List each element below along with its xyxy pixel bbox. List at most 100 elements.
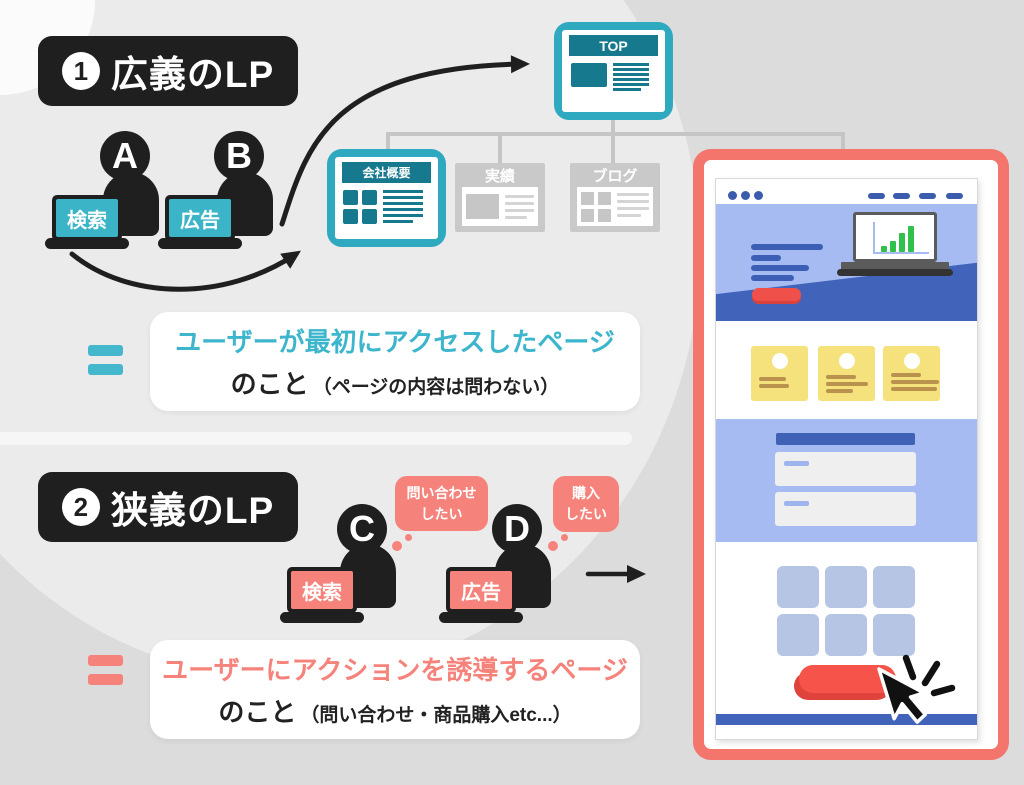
cta-button-mock (799, 665, 896, 693)
hero-text-line (751, 255, 781, 261)
nav-item-placeholder (893, 193, 910, 199)
section1-number-icon: 1 (61, 52, 100, 90)
user-d-laptop-base (439, 612, 523, 623)
user-b-laptop-base (158, 238, 242, 249)
top-page-mock: TOP (554, 22, 673, 120)
user-c-thought-line1: 問い合わせ (406, 484, 477, 501)
company-page-text-line (383, 220, 413, 223)
section2-number-icon: 2 (61, 488, 100, 526)
browser-dot-icon (741, 191, 750, 200)
top-page-text-line (613, 63, 649, 66)
definition-broad-line2: のこと (230, 369, 309, 399)
thought-dot-icon (548, 541, 558, 551)
section1-title-label: 広義のLP (110, 54, 275, 95)
chart-bar (899, 233, 905, 252)
user-d-thought-bubble: 購入 したい (553, 476, 619, 532)
company-page-thumb (362, 190, 377, 205)
user-b-letter: B (226, 135, 252, 176)
thought-dot-icon (392, 541, 402, 551)
top-page-text-line (613, 88, 641, 91)
nav-item-placeholder (919, 193, 936, 199)
results-page-title: 実績 (484, 168, 515, 185)
top-page-text-line (613, 68, 649, 71)
section2-title-badge: 2 狭義のLP (38, 472, 298, 542)
definition-narrow-line2: のこと (218, 697, 297, 727)
feature-card-mock (818, 346, 875, 401)
results-page-image-placeholder (466, 194, 499, 219)
blog-page-thumb (598, 192, 611, 205)
browser-dot-icon (728, 191, 737, 200)
card-text-line (891, 387, 937, 391)
user-d-thought-line2: したい (565, 506, 607, 522)
blog-page-thumb (581, 209, 594, 222)
form-input-mock (775, 452, 916, 486)
results-page-text-line (505, 216, 527, 219)
feature-card-mock (751, 346, 808, 401)
user-c-laptop-base (280, 612, 364, 623)
card-text-line (891, 373, 921, 377)
user-a-head: A (100, 131, 150, 181)
feature-card-mock (883, 346, 940, 401)
gallery-tile-mock (873, 566, 915, 608)
definition-broad-note: （ページの内容は問わない） (312, 377, 560, 398)
hero-laptop-icon (853, 212, 937, 262)
user-d-laptop-label: 広告 (450, 571, 512, 609)
company-page-text-line (383, 196, 423, 199)
chart-axis (873, 252, 929, 254)
user-a-laptop: 検索 (52, 195, 122, 241)
gallery-tile-mock (873, 614, 915, 656)
top-page-text-line (613, 78, 649, 81)
card-text-line (891, 380, 939, 384)
blog-page-text-line (617, 200, 649, 203)
hero-text-line (751, 244, 823, 250)
user-a-laptop-base (45, 238, 129, 249)
lp-mock-page (715, 178, 978, 740)
user-d-head: D (492, 504, 542, 554)
gallery-tile-mock (777, 614, 819, 656)
gallery-tile-mock (825, 566, 867, 608)
hero-text-line (751, 265, 809, 271)
browser-dot-icon (754, 191, 763, 200)
definition-narrow-note: （問い合わせ・商品購入etc...） (300, 705, 572, 726)
hero-laptop-foot (837, 269, 953, 276)
card-avatar-icon (771, 353, 788, 369)
hero-section (716, 204, 977, 321)
nav-item-placeholder (946, 193, 963, 199)
results-page-text-line (505, 209, 534, 212)
nav-item-placeholder (868, 193, 885, 199)
hero-laptop-base (841, 262, 949, 271)
tree-connector (386, 132, 845, 136)
user-c-thought-line2: したい (420, 505, 463, 522)
section1-title-badge: 1 広義のLP (38, 36, 298, 106)
definition-broad-line1: ユーザーが最初にアクセスしたページ (175, 327, 615, 357)
section2-title-label: 狭義のLP (110, 490, 275, 531)
definition-box-narrow: ユーザーにアクションを誘導するページ のこと （問い合わせ・商品購入etc...… (150, 640, 640, 739)
company-page-thumb (343, 190, 358, 205)
results-page-text-line (505, 195, 534, 198)
equals-icon-pink (88, 674, 123, 685)
tree-connector (498, 132, 502, 165)
user-d-laptop: 広告 (446, 567, 516, 613)
user-b-head: B (214, 131, 264, 181)
card-text-line (826, 375, 856, 379)
company-page-text-line (383, 202, 423, 205)
company-page-thumb (362, 209, 377, 224)
thought-dot-icon (405, 534, 412, 541)
user-c-head: C (337, 504, 387, 554)
card-text-line (759, 384, 789, 388)
user-d-thought-line1: 購入 (572, 485, 600, 501)
user-c-laptop: 検索 (287, 567, 357, 613)
hero-text-line (751, 275, 794, 281)
tree-connector (841, 132, 845, 151)
chart-bar (908, 226, 914, 252)
blog-page-mock: ブログ (570, 163, 660, 232)
equals-icon-teal (88, 345, 123, 356)
gallery-tile-mock (825, 614, 867, 656)
card-avatar-icon (903, 353, 920, 369)
form-input-mock (775, 492, 916, 526)
form-title-bar (776, 433, 915, 445)
chart-bar (890, 241, 896, 252)
blog-page-title: ブログ (592, 168, 638, 185)
input-label-line (784, 461, 809, 466)
card-avatar-icon (838, 353, 855, 369)
